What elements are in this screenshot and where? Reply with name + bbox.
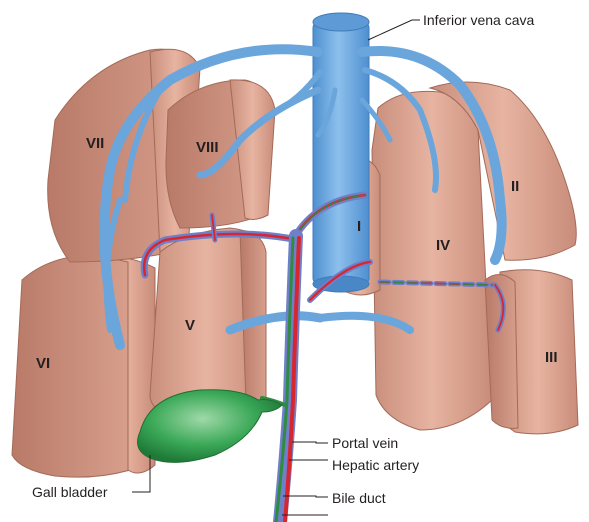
segment-i-numeral: I bbox=[357, 218, 361, 235]
gall-bladder-label: Gall bladder bbox=[32, 484, 108, 500]
segment-vii-numeral: VII bbox=[86, 135, 104, 152]
segment-vi-lobe bbox=[12, 255, 155, 477]
bile-duct-label: Bile duct bbox=[332, 490, 386, 506]
segment-iii-numeral: III bbox=[545, 349, 558, 366]
segment-viii-lobe bbox=[166, 80, 275, 228]
hepatic-artery-label: Hepatic artery bbox=[332, 457, 419, 473]
segment-viii-numeral: VIII bbox=[196, 139, 219, 156]
segment-iv-numeral: IV bbox=[436, 237, 450, 254]
ivc-label: Inferior vena cava bbox=[423, 12, 534, 28]
segment-vi-numeral: VI bbox=[36, 355, 50, 372]
portal-vein-label: Portal vein bbox=[332, 435, 398, 451]
segment-ii-numeral: II bbox=[511, 178, 519, 195]
segment-v-numeral: V bbox=[185, 317, 195, 334]
hepatic-pedicle bbox=[262, 236, 299, 522]
